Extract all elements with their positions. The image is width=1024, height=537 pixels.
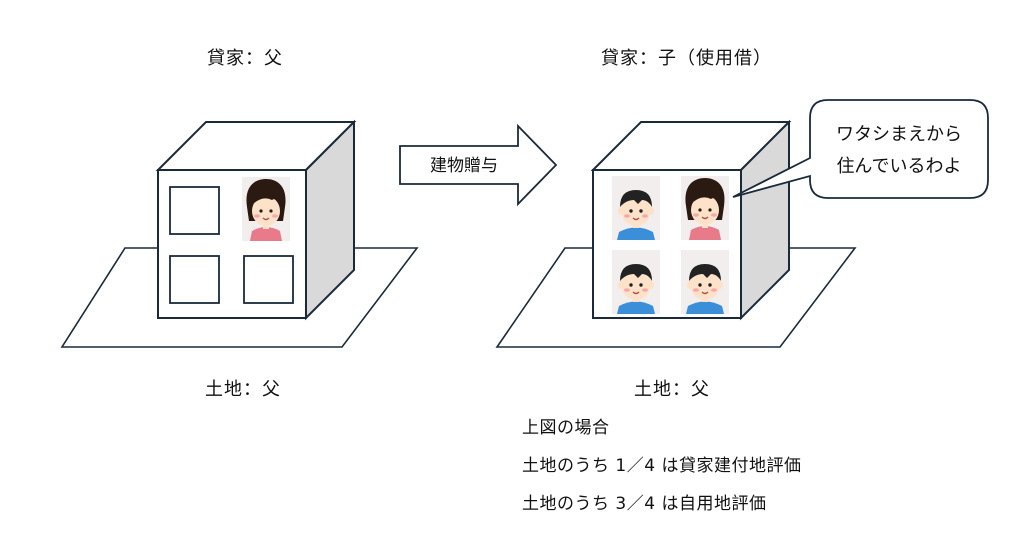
gift-arrow-icon: 建物贈与 <box>399 123 558 207</box>
left-unit-bottom-right-empty <box>243 255 294 304</box>
speech-line-2: 住んでいるわよ <box>836 156 961 177</box>
right-resident-boy-icon-2 <box>611 249 661 315</box>
speech-line-1: ワタシまえから <box>836 124 962 145</box>
left-land-owner-label: 土地：父 <box>205 379 281 400</box>
right-tenant-girl-icon <box>680 175 730 241</box>
speech-bubble: ワタシまえから 住んでいるわよ <box>732 99 989 199</box>
right-land-owner-label: 土地：父 <box>634 379 710 400</box>
left-building-owner-label: 貸家：父 <box>207 48 283 69</box>
note-heading: 上図の場合 <box>522 418 610 438</box>
right-building-owner-label: 貸家：子（使用借） <box>601 48 772 69</box>
right-resident-boy-icon-1 <box>611 175 661 241</box>
note-rental-land-portion: 土地のうち 1／4 は貸家建付地評価 <box>522 456 802 476</box>
note-own-use-land-portion: 土地のうち 3／4 は自用地評価 <box>522 494 767 514</box>
left-tenant-girl-icon <box>241 176 291 242</box>
arrow-label: 建物贈与 <box>430 156 498 176</box>
left-unit-top-left-empty <box>169 186 220 235</box>
left-unit-bottom-left-empty <box>169 255 220 304</box>
right-resident-boy-icon-3 <box>680 249 730 315</box>
